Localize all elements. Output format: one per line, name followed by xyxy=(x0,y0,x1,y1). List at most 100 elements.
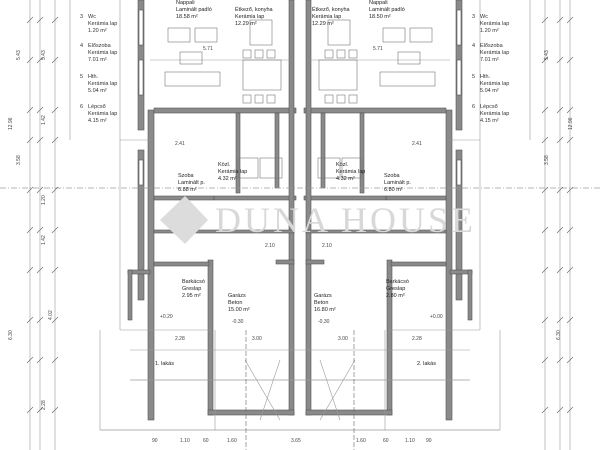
svg-text:1.10: 1.10 xyxy=(405,438,415,444)
dimension-tick xyxy=(26,356,34,364)
dimension-tick xyxy=(36,316,44,324)
furniture xyxy=(341,157,363,179)
dimension-tick xyxy=(556,406,564,414)
svg-text:Nappali: Nappali xyxy=(369,0,388,6)
dimension-tick xyxy=(541,356,549,364)
dimension-tick xyxy=(566,56,574,64)
svg-text:5.04 m²: 5.04 m² xyxy=(480,88,499,94)
rooms-right: Nappali Laminált padló 18.50 m² Étkező, … xyxy=(312,0,443,367)
svg-text:Greslap: Greslap xyxy=(386,286,405,292)
svg-text:5.43: 5.43 xyxy=(41,50,47,60)
dimension-line xyxy=(244,359,281,421)
furniture xyxy=(242,59,282,91)
wall xyxy=(235,112,241,194)
svg-text:4.02: 4.02 xyxy=(48,310,54,320)
svg-text:4.32 m²: 4.32 m² xyxy=(336,176,355,182)
svg-text:1.20 m²: 1.20 m² xyxy=(88,28,107,34)
svg-text:7.01 m²: 7.01 m² xyxy=(480,57,499,63)
watermark-logo xyxy=(160,196,208,244)
svg-text:Kerámia lap: Kerámia lap xyxy=(480,50,509,56)
svg-text:12.29 m²: 12.29 m² xyxy=(312,21,334,27)
svg-text:Kerámia lap: Kerámia lap xyxy=(88,21,117,27)
dimension-tick xyxy=(566,16,574,24)
svg-text:Kerámia lap: Kerámia lap xyxy=(218,169,247,175)
svg-text:Greslap: Greslap xyxy=(182,286,201,292)
window xyxy=(138,9,144,46)
dimension-tick xyxy=(556,56,564,64)
dimension-line xyxy=(259,359,281,421)
svg-text:2.28: 2.28 xyxy=(412,336,422,342)
svg-text:Szoba: Szoba xyxy=(178,173,195,179)
dimension-tick xyxy=(556,266,564,274)
window xyxy=(456,159,462,186)
dimension-tick xyxy=(566,106,574,114)
dimension-tick xyxy=(36,406,44,414)
svg-text:60: 60 xyxy=(203,438,209,444)
svg-text:Beton: Beton xyxy=(314,300,328,306)
dimension-tick xyxy=(566,316,574,324)
svg-text:3.00: 3.00 xyxy=(338,336,348,342)
svg-text:-0.30: -0.30 xyxy=(232,319,244,325)
furniture xyxy=(348,94,358,104)
svg-text:Laminált padló: Laminált padló xyxy=(176,7,212,13)
furniture xyxy=(379,71,436,87)
dimension-tick xyxy=(36,186,44,194)
svg-text:Kerámia lap: Kerámia lap xyxy=(88,81,117,87)
wall xyxy=(320,112,326,189)
dimension-line xyxy=(319,359,356,421)
svg-text:3.00: 3.00 xyxy=(252,336,262,342)
dimension-tick xyxy=(51,226,59,234)
svg-text:2.95 m²: 2.95 m² xyxy=(182,293,201,299)
dimension-tick xyxy=(541,226,549,234)
furniture xyxy=(336,49,346,59)
svg-text:12.29 m²: 12.29 m² xyxy=(235,21,257,27)
dimension-tick xyxy=(566,406,574,414)
wall xyxy=(305,409,393,416)
dimension-tick xyxy=(556,316,564,324)
svg-text:6.30: 6.30 xyxy=(556,330,562,340)
svg-text:2. lakás: 2. lakás xyxy=(417,361,436,367)
furniture xyxy=(327,19,351,46)
svg-text:2.80 m²: 2.80 m² xyxy=(386,293,405,299)
dimension-tick xyxy=(556,226,564,234)
dimension-tick xyxy=(541,316,549,324)
svg-text:1.42: 1.42 xyxy=(41,235,47,245)
svg-text:Garázs: Garázs xyxy=(314,293,332,299)
furniture xyxy=(318,59,358,91)
dimension-tick xyxy=(556,106,564,114)
wall xyxy=(303,107,447,114)
window xyxy=(456,9,462,46)
svg-text:12.96: 12.96 xyxy=(568,117,574,130)
svg-text:Nappali: Nappali xyxy=(176,0,195,6)
svg-text:Kerámia lap: Kerámia lap xyxy=(480,21,509,27)
svg-text:4: 4 xyxy=(80,43,83,49)
svg-text:Kerámia lap: Kerámia lap xyxy=(235,14,264,20)
svg-text:3.58: 3.58 xyxy=(544,155,550,165)
svg-text:Laminált p.: Laminált p. xyxy=(178,180,205,186)
svg-text:Szoba: Szoba xyxy=(384,173,401,179)
svg-text:Előszoba: Előszoba xyxy=(480,43,504,49)
svg-text:6.80 m²: 6.80 m² xyxy=(384,187,403,193)
svg-text:1.10: 1.10 xyxy=(180,438,190,444)
svg-text:Laminált padló: Laminált padló xyxy=(369,7,405,13)
svg-text:16.80 m²: 16.80 m² xyxy=(314,307,336,313)
dimension-tick xyxy=(26,186,34,194)
dimension-tick xyxy=(36,356,44,364)
furniture xyxy=(324,49,334,59)
svg-text:+0.20: +0.20 xyxy=(160,314,173,320)
svg-text:1.60: 1.60 xyxy=(356,438,366,444)
svg-text:5: 5 xyxy=(80,74,83,80)
dimension-tick xyxy=(36,106,44,114)
wall xyxy=(305,229,447,234)
window xyxy=(456,59,462,96)
svg-text:Hth.: Hth. xyxy=(88,74,99,80)
svg-text:3: 3 xyxy=(472,14,475,20)
svg-text:4.15 m²: 4.15 m² xyxy=(88,118,107,124)
dimension-tick xyxy=(26,56,34,64)
svg-text:Wc: Wc xyxy=(480,14,488,20)
svg-text:5.04 m²: 5.04 m² xyxy=(88,88,107,94)
svg-text:1.20 m²: 1.20 m² xyxy=(480,28,499,34)
dimension-tick xyxy=(566,266,574,274)
svg-text:2.28: 2.28 xyxy=(41,400,47,410)
